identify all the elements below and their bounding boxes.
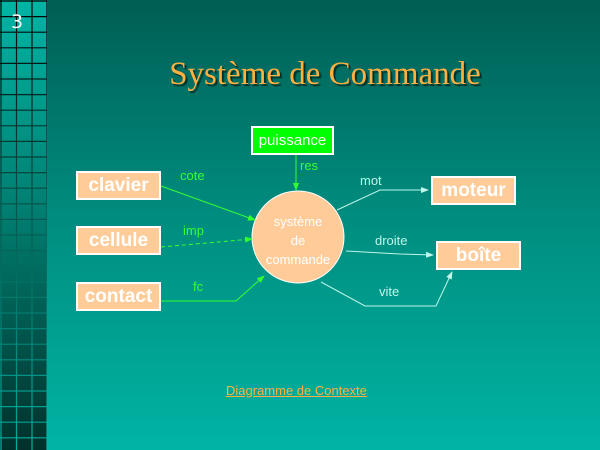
flow-arrow-vite: [320, 271, 453, 307]
flow-arrow-mot: [336, 187, 429, 211]
entity-moteur: moteur: [431, 176, 516, 205]
flow-label-res: res: [300, 158, 319, 173]
slide-number: 3: [11, 11, 24, 33]
flow-label-fc: fc: [193, 279, 204, 294]
entity-contact: contact: [76, 282, 161, 311]
slide-title: Système de Commande: [169, 56, 481, 92]
decorative-grid-strip: [0, 0, 47, 450]
flow-label-cote: cote: [180, 168, 205, 183]
flow-arrow-imp: [160, 236, 253, 248]
entity-boite: boîte: [436, 241, 521, 270]
flow-arrow-droite: [345, 250, 434, 258]
entity-puissance: puissance: [251, 126, 334, 155]
flow-arrow-cote: [160, 185, 256, 221]
flow-label-mot: mot: [360, 173, 382, 188]
entity-clavier: clavier: [76, 171, 161, 200]
diagram-link[interactable]: Diagramme de Contexte: [226, 383, 367, 398]
flow-label-droite: droite: [375, 233, 408, 248]
entity-cellule: cellule: [76, 226, 161, 255]
flow-label-vite: vite: [379, 284, 400, 299]
process-label: système de commande: [265, 214, 331, 267]
flow-arrow-fc: [161, 275, 265, 302]
flow-label-imp: imp: [183, 223, 204, 238]
